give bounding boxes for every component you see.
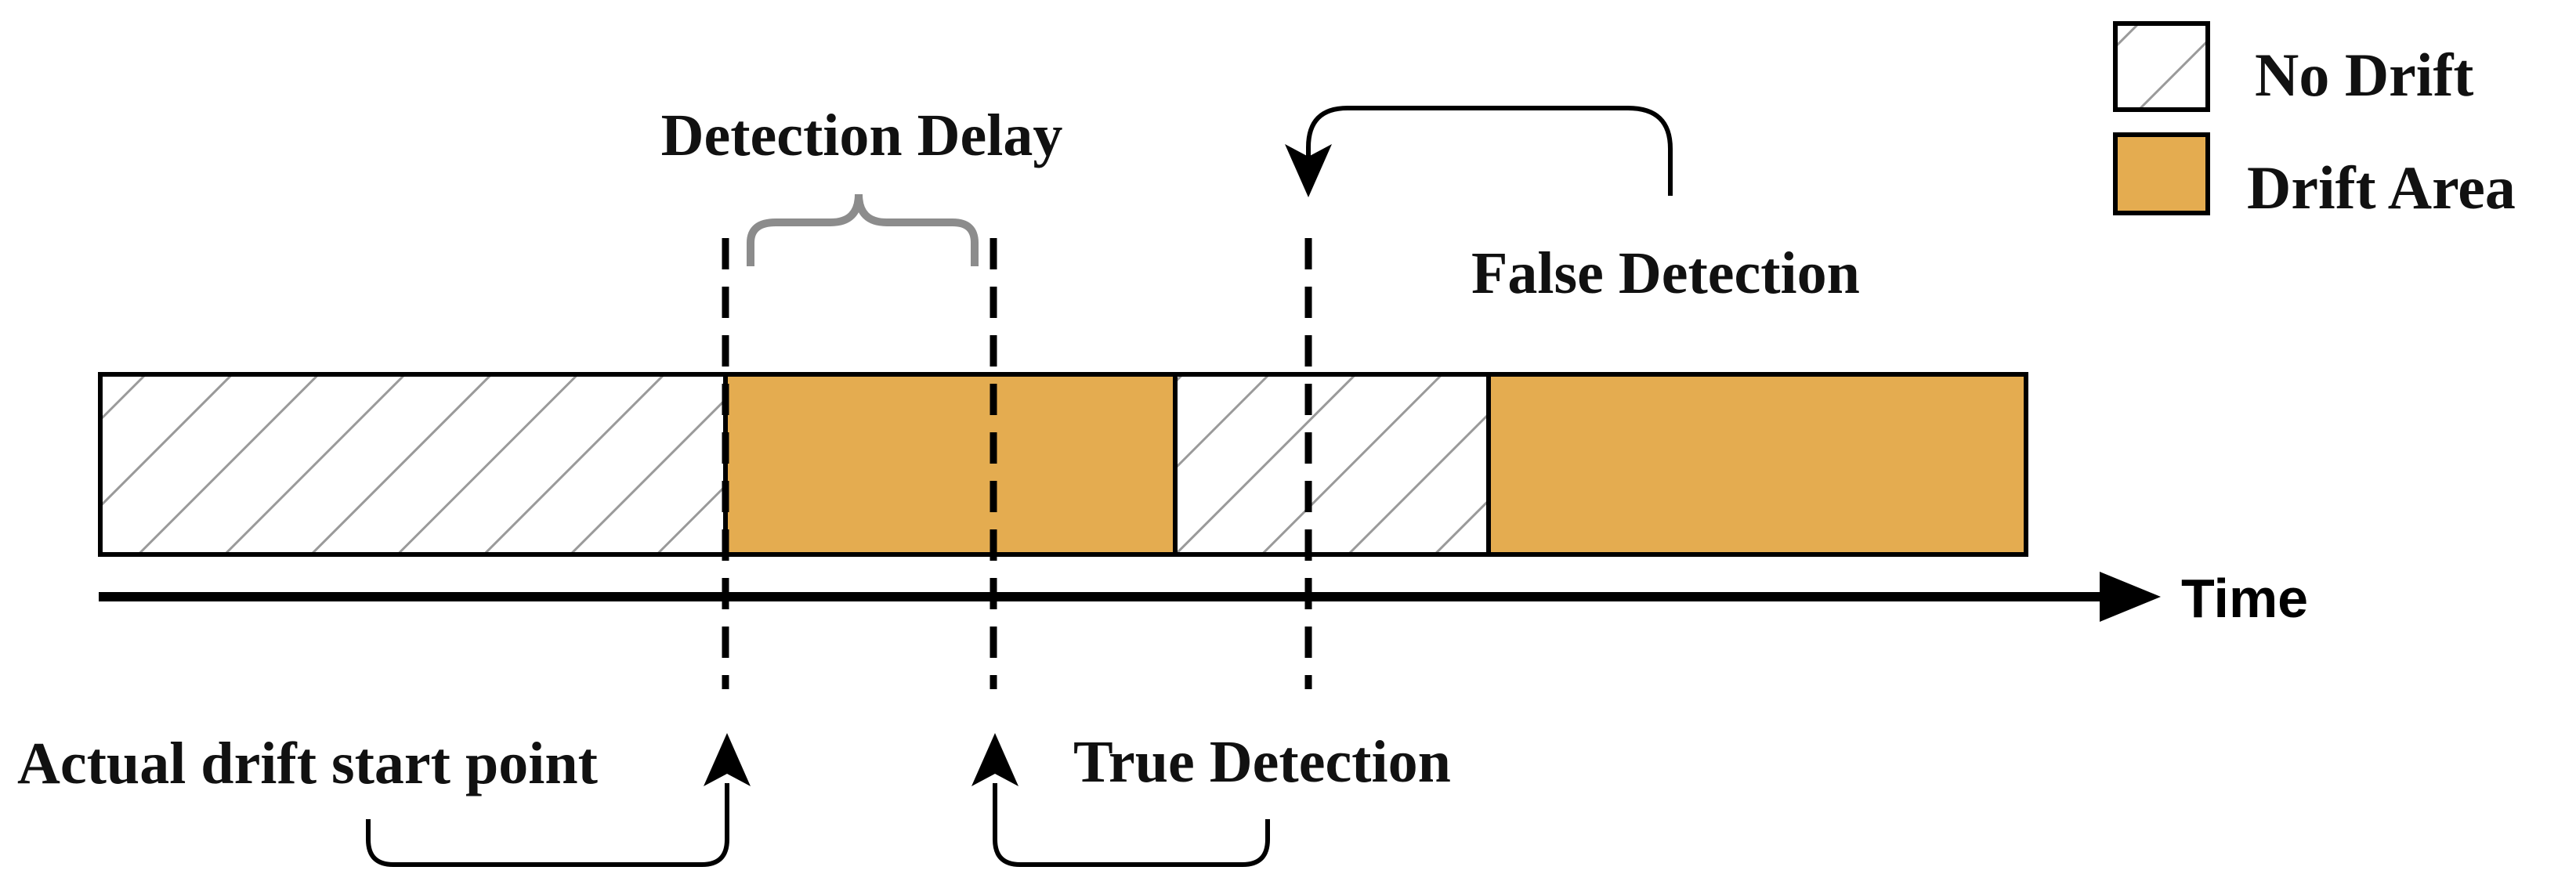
legend-no-drift-swatch	[2113, 21, 2210, 112]
true-detection-label: True Detection	[1073, 729, 1451, 795]
segment-no-drift-1	[98, 372, 728, 557]
legend-no-drift-label: No Drift	[2255, 41, 2473, 109]
actual-drift-start-arrow	[366, 783, 729, 867]
actual-drift-start-annotation: Actual drift start point	[17, 731, 751, 867]
true-detection-annotation: True Detection	[971, 729, 1451, 867]
segment-drift-area-1	[723, 372, 1178, 557]
dashed-markers	[722, 238, 1312, 689]
segment-no-drift-2	[1173, 372, 1491, 557]
actual-drift-start-label: Actual drift start point	[17, 731, 598, 796]
time-axis-label: Time	[2181, 568, 2308, 629]
time-axis: Time	[99, 568, 2308, 629]
true-detection-arrowhead	[971, 733, 1018, 786]
actual-drift-start-arrowhead	[704, 733, 751, 786]
false-detection-arrowhead	[1285, 144, 1332, 197]
legend-drift-area-swatch	[2113, 132, 2210, 215]
time-axis-arrowhead	[2100, 572, 2161, 622]
segment-drift-area-2	[1486, 372, 2028, 557]
false-detection-label: False Detection	[1471, 240, 1860, 306]
true-detection-arrow	[993, 783, 1270, 867]
timeline-bar	[98, 372, 2028, 557]
detection-delay-brace	[747, 193, 979, 266]
legend: No Drift Drift Area	[2113, 21, 2516, 222]
legend-drift-area-label: Drift Area	[2247, 153, 2516, 222]
detection-delay-label: Detection Delay	[661, 103, 1063, 168]
detection-delay-annotation: Detection Delay	[661, 103, 1063, 266]
false-detection-arrow	[1306, 106, 1673, 196]
false-detection-annotation: False Detection	[1285, 106, 1860, 306]
